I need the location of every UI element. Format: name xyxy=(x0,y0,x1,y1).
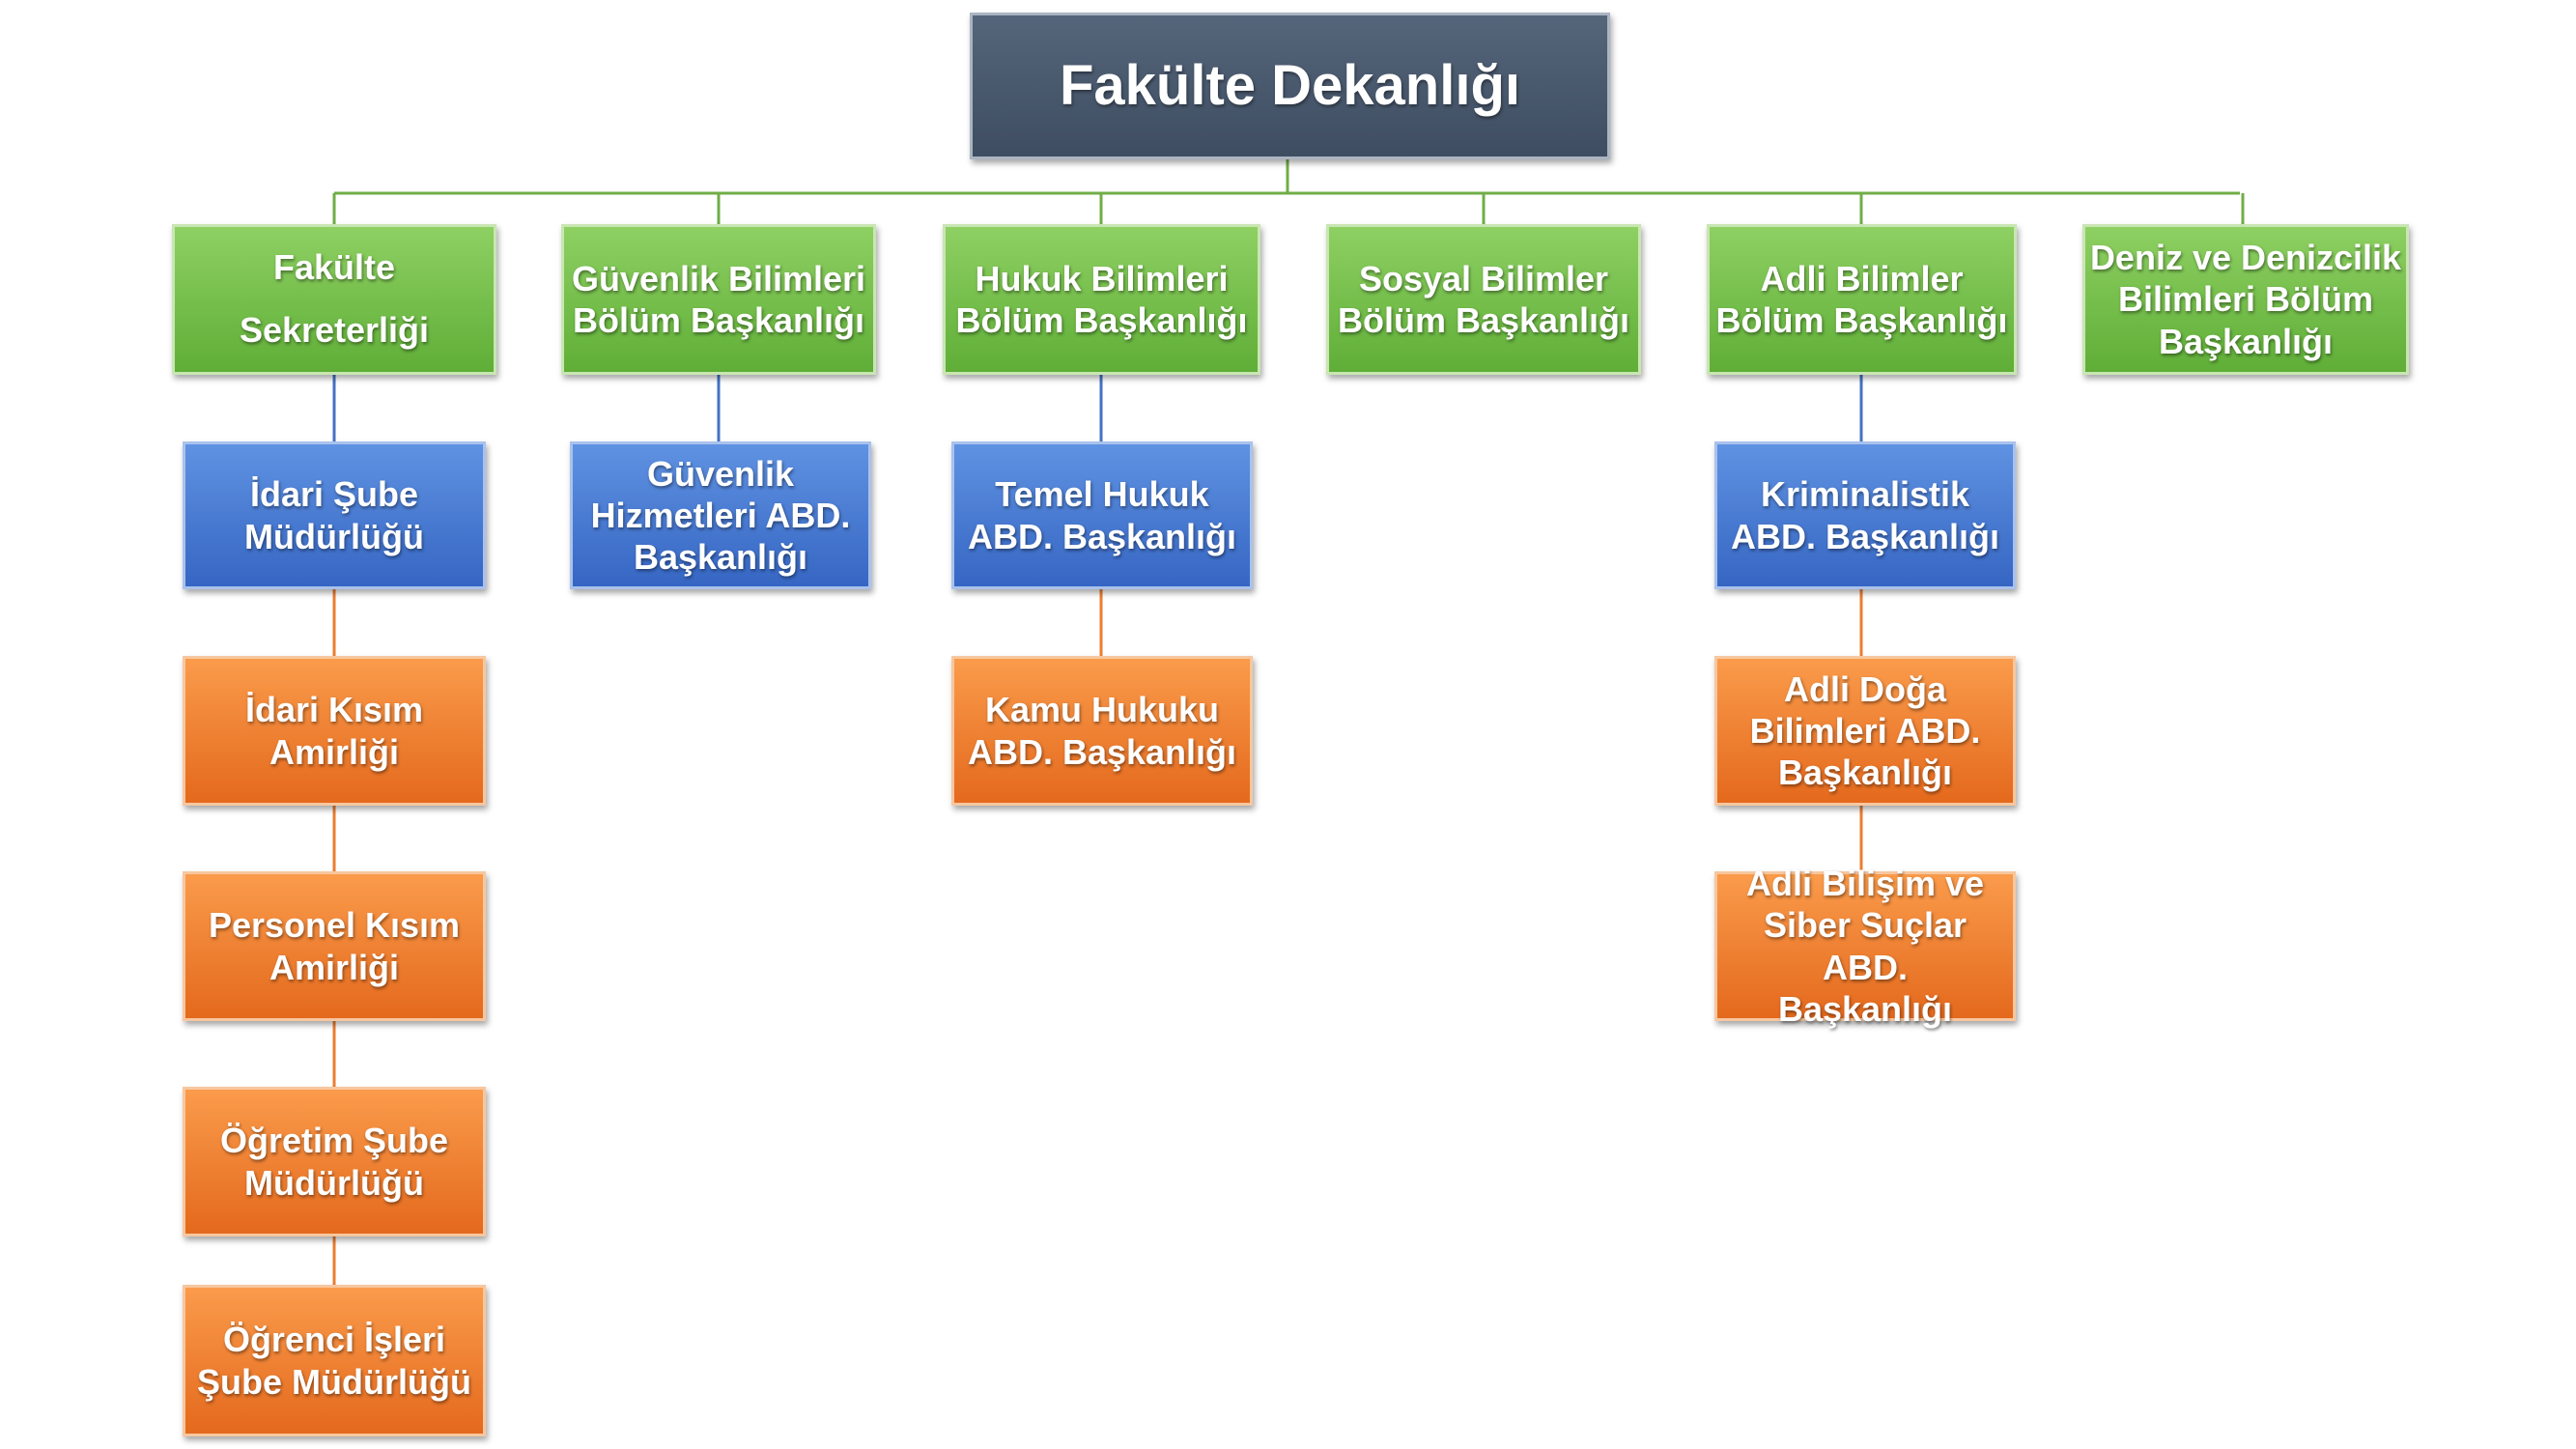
node-fakulte-dekanligi: Fakülte Dekanlığı xyxy=(970,13,1610,159)
node-label: Fakülte Dekanlığı xyxy=(1059,54,1521,118)
